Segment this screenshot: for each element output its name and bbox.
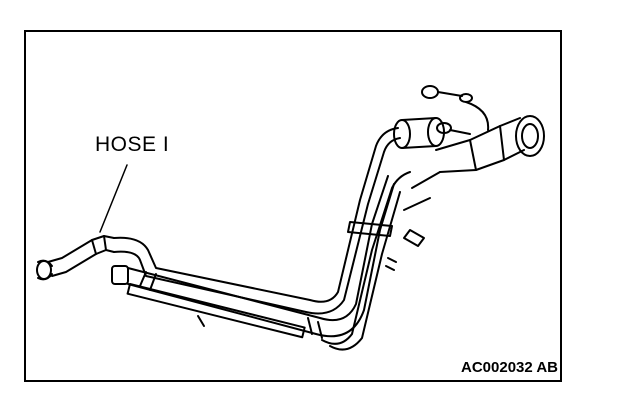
clamp-icon <box>421 85 439 99</box>
figure-code: AC002032 AB <box>461 359 558 376</box>
hose-i-label: HOSE I <box>95 133 170 156</box>
breather-tube <box>113 127 401 315</box>
diagram-frame <box>24 30 562 382</box>
hose-i <box>36 235 115 281</box>
mounting-bracket <box>347 221 393 237</box>
check-valve <box>393 117 445 149</box>
mounting-clips <box>197 229 425 327</box>
callout-leader-line <box>99 164 128 233</box>
clamp-icon-2 <box>436 122 452 134</box>
vapor-tube <box>321 171 411 351</box>
filler-cap-flange <box>515 115 545 157</box>
filler-neck <box>403 115 545 211</box>
upper-clamps <box>421 85 490 135</box>
filler-pipe <box>111 175 395 339</box>
